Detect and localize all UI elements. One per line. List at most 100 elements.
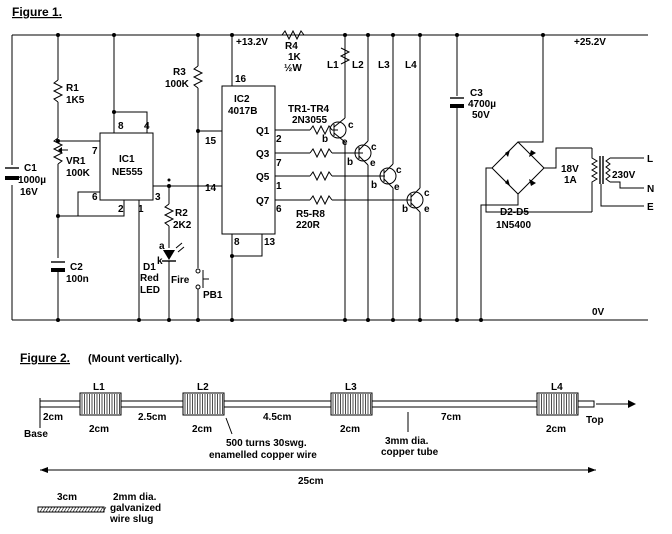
- slug-hatch-line: [93, 506, 98, 513]
- fig2-l3-name: L3: [345, 382, 357, 393]
- junction: [167, 318, 171, 322]
- wire-slug: [37, 506, 105, 513]
- tube-note-2: copper tube: [381, 447, 439, 458]
- junction: [196, 318, 200, 322]
- coil2-length: 2cm: [192, 424, 212, 435]
- ic2-pin-16: 16: [235, 74, 247, 85]
- xfmr-current: 1A: [564, 175, 577, 186]
- ic2-chip: [221, 85, 276, 235]
- tr4-emitter: e: [424, 204, 430, 215]
- fig2-l1-name: L1: [93, 382, 105, 393]
- ic1-pin6-wire: [58, 191, 100, 217]
- bridge-name: D2-D5: [500, 207, 529, 218]
- c2-name: C2: [70, 262, 83, 273]
- slug-hatch-line: [75, 506, 80, 513]
- led-cathode: k: [157, 256, 163, 267]
- r4-value: 1K: [288, 52, 302, 63]
- junction: [418, 33, 422, 37]
- l2-name: L2: [352, 60, 364, 71]
- transistor-tr4: [406, 187, 424, 320]
- resistor-r4: [281, 29, 305, 41]
- r1-name: R1: [66, 83, 79, 94]
- ic2-pin-6: 6: [276, 204, 282, 215]
- bridge-minus-wire: [480, 194, 519, 320]
- figure2-title: Figure 2.: [20, 351, 70, 365]
- tr2-emitter: e: [370, 158, 376, 169]
- coil-l4: [536, 392, 579, 416]
- junction: [343, 33, 347, 37]
- slug-hatch-line: [57, 506, 62, 513]
- coil3-length: 2cm: [340, 424, 360, 435]
- slug-hatch-line: [45, 506, 50, 513]
- bridge-ac2-wire: [485, 167, 592, 213]
- slug-hatch-line: [99, 506, 104, 513]
- mains-neutral-wire: [610, 181, 644, 189]
- r4-name: R4: [285, 41, 298, 52]
- slug-hatch-line: [66, 506, 71, 513]
- tr1-base: b: [322, 134, 328, 145]
- ic1-pin-8: 8: [118, 121, 124, 132]
- direction-arrowhead: [628, 400, 636, 408]
- junction: [455, 318, 459, 322]
- junction: [391, 318, 395, 322]
- l1-name: L1: [327, 60, 339, 71]
- d1-colour: Red: [140, 273, 159, 284]
- vr1-wiper-arrow: [58, 147, 62, 153]
- resistor-r2: [163, 203, 175, 227]
- ic1-pin-7: 7: [92, 146, 98, 157]
- r58-value: 220R: [296, 220, 321, 231]
- ic1-pin8-pin4-wire: [113, 35, 148, 133]
- coil-windings: [81, 394, 577, 414]
- ic1-name: IC1: [119, 154, 135, 165]
- junction: [366, 318, 370, 322]
- potentiometer-vr1: [52, 137, 64, 165]
- ic1-pin-2: 2: [118, 204, 124, 215]
- transformer: [591, 148, 611, 212]
- slug-length: 3cm: [57, 492, 77, 503]
- junction: [112, 110, 116, 114]
- bridge-plus-wire: [518, 35, 544, 143]
- bridge-ac1-wire: [544, 147, 592, 169]
- r3-name: R3: [173, 67, 186, 78]
- coil-l1-symbol: [339, 47, 351, 65]
- gap-4: 7cm: [441, 412, 461, 423]
- tr3-emitter: e: [394, 182, 400, 193]
- r2-name: R2: [175, 208, 188, 219]
- ic2-pin-8: 8: [234, 237, 240, 248]
- junction: [112, 33, 116, 37]
- junction: [391, 33, 395, 37]
- fig2-l4-name: L4: [551, 382, 563, 393]
- total-arrow-left: [40, 467, 48, 473]
- tr3-base: b: [371, 180, 377, 191]
- capacitor-c3: [450, 97, 464, 108]
- mains-earth-wire: [600, 184, 644, 207]
- slug-hatch-line: [102, 506, 107, 513]
- mains-neutral: N: [647, 184, 654, 195]
- led-d1: [162, 242, 185, 262]
- c1-voltage: 16V: [20, 187, 38, 198]
- wire-note-2: enamelled copper wire: [209, 450, 317, 461]
- pb1-name: PB1: [203, 290, 223, 301]
- wire-note-1: 500 turns 30swg.: [226, 438, 307, 449]
- junction: [343, 318, 347, 322]
- tr-name: TR1-TR4: [288, 104, 330, 115]
- ic2-pin-7: 7: [276, 158, 282, 169]
- tube-note-1: 3mm dia.: [385, 436, 429, 447]
- pushbutton-pb1: [195, 268, 209, 290]
- c1-value: 1000µ: [18, 175, 46, 186]
- slug-hatch-line: [72, 506, 77, 513]
- bridge-rectifier: [491, 141, 545, 195]
- slug-hatch-line: [81, 506, 86, 513]
- ic1-pin2-wire: [78, 200, 125, 217]
- junction: [196, 33, 200, 37]
- coil1-length: 2cm: [89, 424, 109, 435]
- r2-value: 2K2: [173, 220, 192, 231]
- junction: [418, 318, 422, 322]
- ic2-q3: Q3: [256, 149, 270, 160]
- ic2-q1: Q1: [256, 126, 270, 137]
- ic1-chip: [99, 132, 154, 201]
- gap-3: 4.5cm: [263, 412, 291, 423]
- resistor-r8: [309, 194, 333, 206]
- junction: [230, 318, 234, 322]
